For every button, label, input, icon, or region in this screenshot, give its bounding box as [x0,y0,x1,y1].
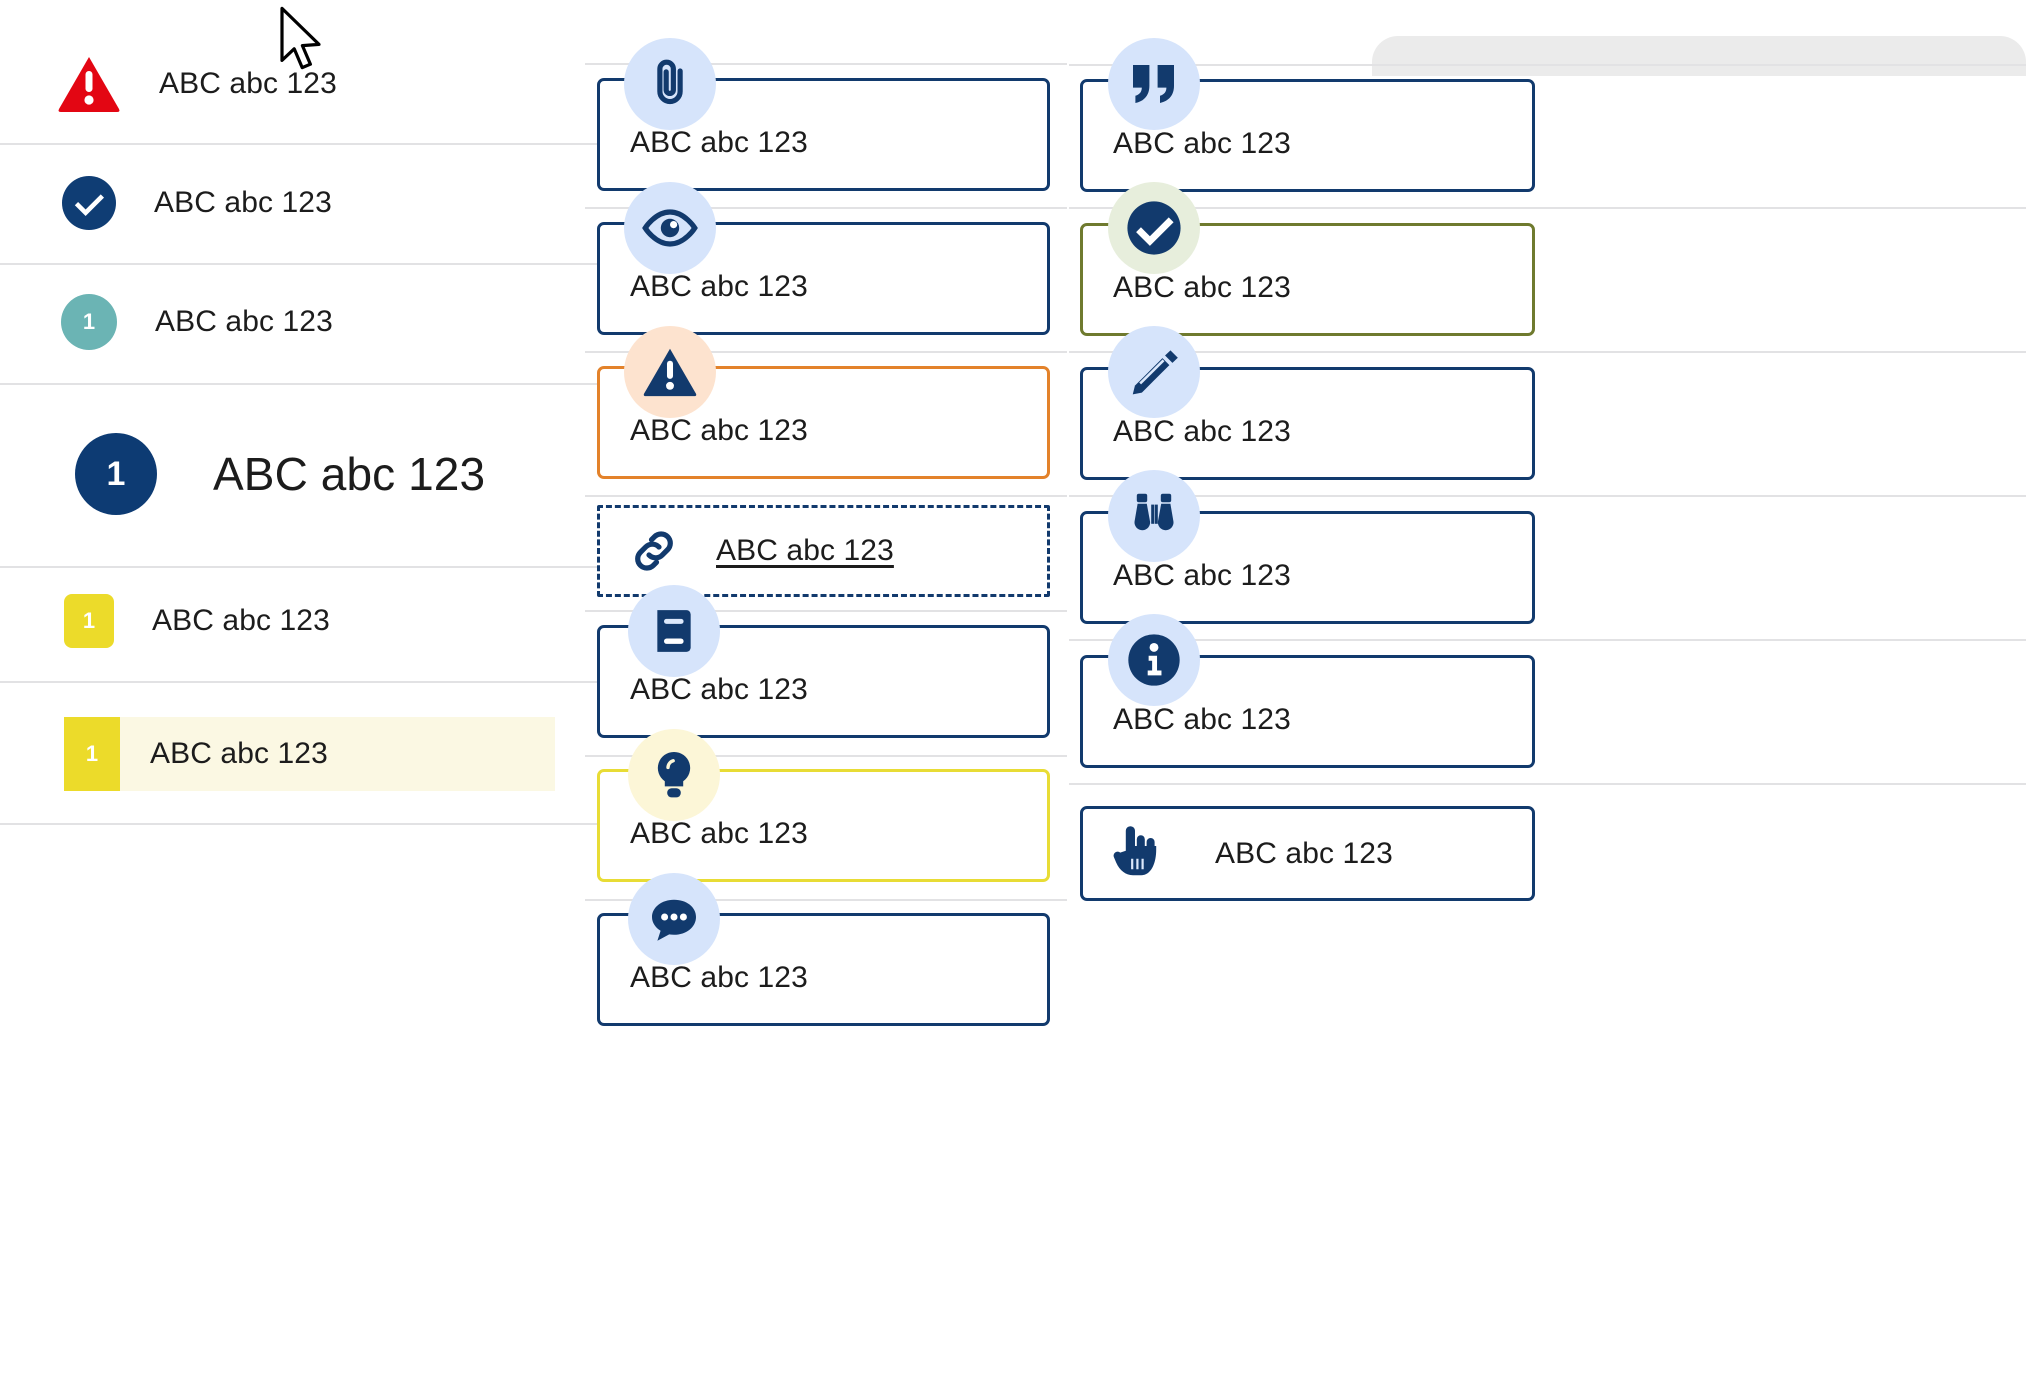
sidebar-item-step-yellow[interactable]: 1 ABC abc 123 [0,594,780,648]
badge-number: 1 [85,741,99,766]
eye-icon [624,182,716,274]
card-label: ABC abc 123 [630,126,808,159]
warning-triangle-icon [57,55,121,113]
divider [585,899,1067,901]
divider [1069,207,2026,209]
divider [585,610,1067,612]
sidebar-item-label: ABC abc 123 [159,67,337,100]
top-panel-backdrop [1372,36,2026,76]
binoculars-icon [1108,470,1200,562]
card-label: ABC abc 123 [630,817,808,850]
card-label: ABC abc 123 [630,270,808,303]
badge-number: 1 [106,454,126,493]
divider [585,351,1067,353]
sidebar-item-success[interactable]: ABC abc 123 [0,176,780,230]
card-label: ABC abc 123 [1113,271,1291,304]
highlighted-callout[interactable]: 1 ABC abc 123 [64,717,555,791]
divider [1069,64,2026,66]
card-label: ABC abc 123 [1113,559,1291,592]
card-label: ABC abc 123 [630,414,808,447]
lightbulb-icon [628,729,720,821]
card-approved[interactable]: ABC abc 123 [1080,223,1535,336]
card-external-link[interactable]: ABC abc 123 [597,505,1050,597]
number-badge-icon: 1 [64,594,114,648]
card-label: ABC abc 123 [630,961,808,994]
link-row[interactable]: ABC abc 123 [600,508,1047,594]
speech-bubble-icon [628,873,720,965]
sidebar-item-label: ABC abc 123 [152,604,330,637]
card-action[interactable]: ABC abc 123 [1080,806,1535,901]
info-circle-icon [1108,614,1200,706]
number-badge-icon: 1 [61,294,117,350]
divider [1069,639,2026,641]
divider [0,681,775,683]
number-badge-icon: 1 [75,433,157,515]
card-label: ABC abc 123 [1113,415,1291,448]
sidebar-item-label: ABC abc 123 [213,448,486,500]
sidebar-item-label: ABC abc 123 [154,186,332,219]
card-label: ABC abc 123 [630,673,808,706]
divider [585,495,1067,497]
check-circle-icon [62,176,116,230]
pointing-hand-icon [1111,822,1159,885]
divider [585,207,1067,209]
divider [1069,783,2026,785]
callout-label: ABC abc 123 [150,737,328,770]
divider [0,823,775,825]
divider [0,143,775,145]
divider [1069,495,2026,497]
sidebar-item-step-teal[interactable]: 1 ABC abc 123 [0,294,780,350]
pencil-icon [1108,326,1200,418]
badge-number: 1 [82,309,96,334]
card-label: ABC abc 123 [1215,836,1393,870]
divider [585,755,1067,757]
quotation-mark-icon [1108,38,1200,130]
card-visibility[interactable]: ABC abc 123 [597,222,1050,335]
divider [0,383,775,385]
warning-triangle-icon [624,326,716,418]
card-label: ABC abc 123 [1113,703,1291,736]
divider [0,263,775,265]
divider [585,63,1067,65]
sidebar-item-label: ABC abc 123 [155,305,333,338]
divider [1069,351,2026,353]
hand-row: ABC abc 123 [1083,809,1532,898]
sidebar: ABC abc 123 ABC abc 123 1 ABC abc 123 1 … [0,0,780,1392]
badge-number: 1 [82,608,96,633]
card-label: ABC abc 123 [1113,127,1291,160]
callout-text: ABC abc 123 [120,717,328,791]
chain-link-icon [626,523,682,579]
sidebar-item-alert[interactable]: ABC abc 123 [0,55,780,113]
sidebar-item-step-large[interactable]: 1 ABC abc 123 [0,433,780,515]
check-circle-icon [1108,182,1200,274]
book-icon [628,585,720,677]
paperclip-icon [624,38,716,130]
divider [0,566,775,568]
card-link-label[interactable]: ABC abc 123 [716,534,894,567]
callout-number-bar: 1 [64,717,120,791]
